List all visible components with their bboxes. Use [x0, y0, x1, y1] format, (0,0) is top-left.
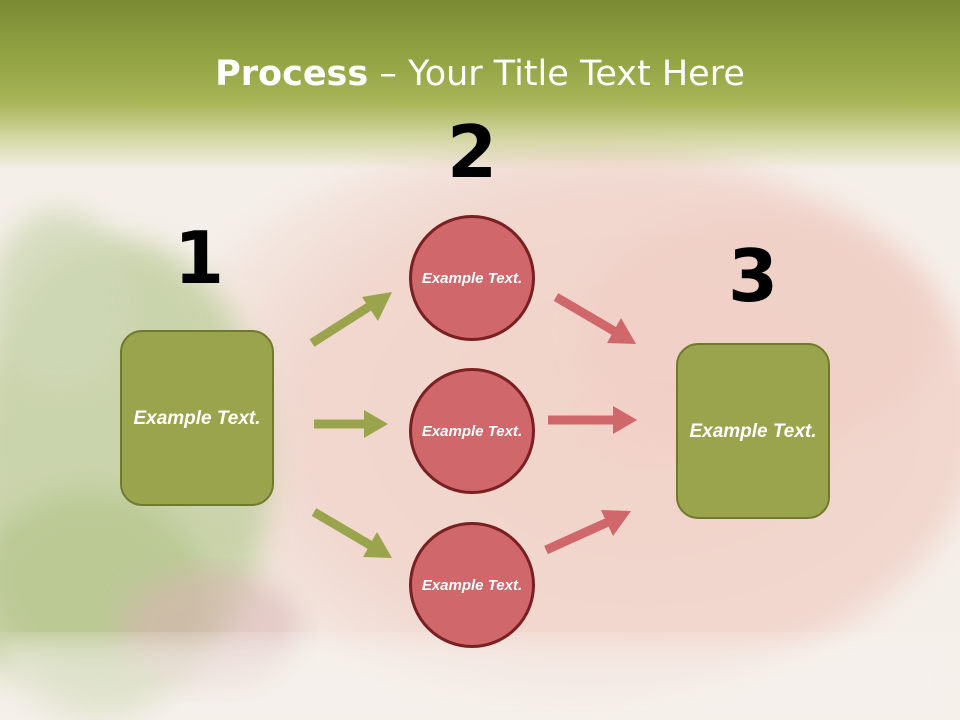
circle-top: Example Text. [409, 215, 535, 341]
circle-middle: Example Text. [409, 368, 535, 494]
title-bold: Process [215, 54, 369, 94]
right-box-label: Example Text. [689, 420, 817, 442]
left-process-box: Example Text. [120, 330, 274, 506]
red-arrow-up [544, 510, 631, 555]
step-number-1: 1 [173, 216, 225, 300]
green-arrow-up [309, 292, 392, 347]
right-process-box: Example Text. [676, 343, 830, 519]
circle-bottom-label: Example Text. [421, 576, 523, 594]
left-box-label: Example Text. [133, 407, 261, 429]
circle-middle-label: Example Text. [421, 422, 523, 440]
circle-bottom: Example Text. [409, 522, 535, 648]
green-arrow-down [311, 508, 392, 558]
red-arrow-right [548, 406, 637, 434]
red-arrow-down [553, 293, 636, 344]
circle-top-label: Example Text. [421, 269, 523, 287]
title-rest: – Your Title Text Here [368, 54, 745, 94]
slide-title: Process – Your Title Text Here [0, 52, 960, 96]
green-arrow-right [314, 410, 388, 438]
step-number-2: 2 [446, 110, 498, 194]
step-number-3: 3 [727, 234, 779, 318]
title-band [0, 0, 960, 170]
